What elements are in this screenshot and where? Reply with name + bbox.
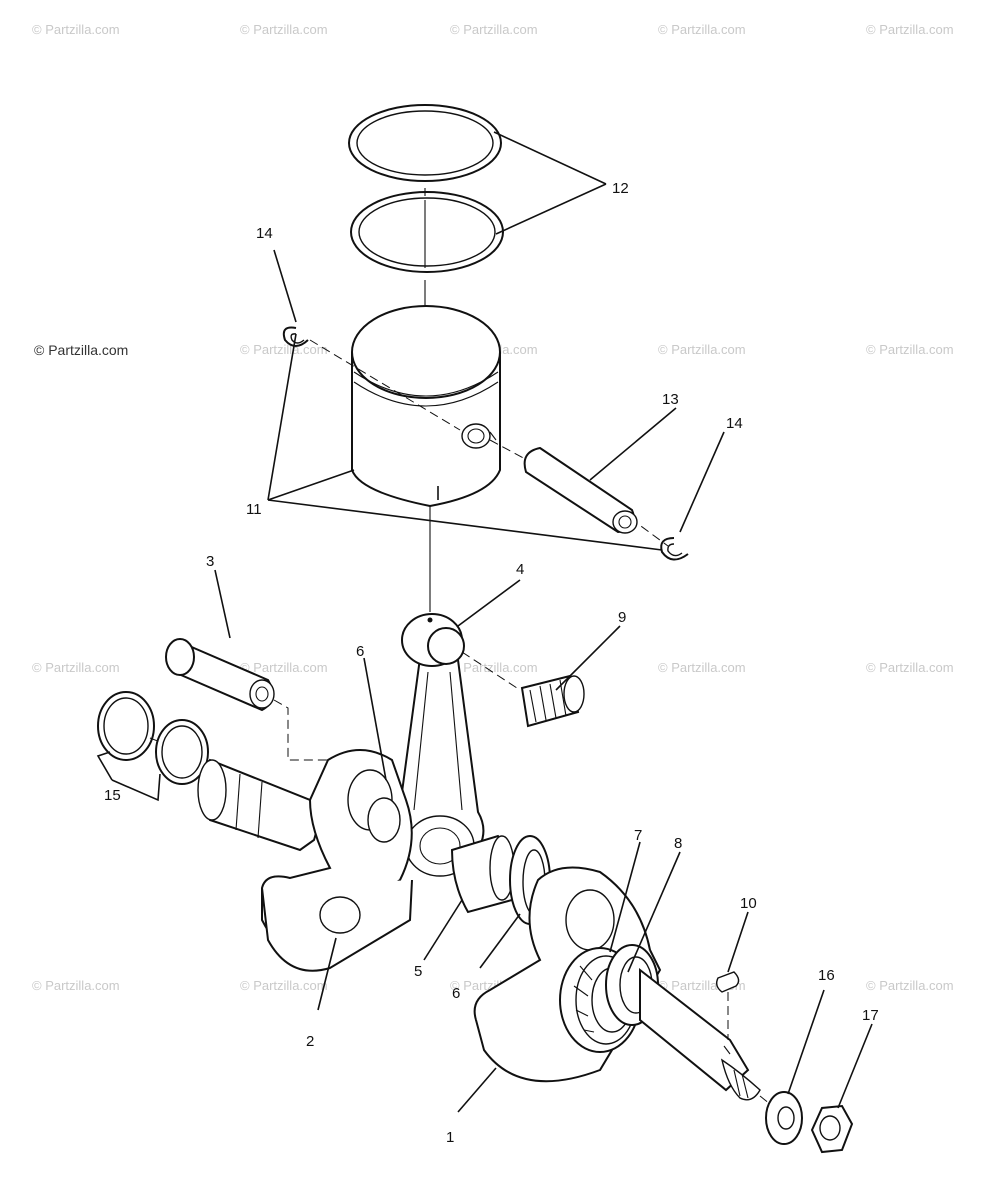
- callout-11: 11: [246, 501, 262, 518]
- seal-ring-inner: [155, 719, 209, 785]
- callout-2: 2: [306, 1033, 314, 1050]
- watermark-text: © Partzilla.com: [866, 660, 954, 675]
- piston-ring-second: [350, 191, 504, 273]
- piston-pin: [523, 446, 638, 534]
- callout-12: 12: [612, 180, 629, 197]
- callout-3: 3: [206, 553, 214, 570]
- watermark-text: © Partzilla.com: [866, 22, 954, 37]
- crank-pin-washer: [450, 834, 516, 914]
- watermark-text: © Partzilla.com: [866, 978, 954, 993]
- callout-6-bottom: 6: [452, 985, 460, 1002]
- watermark-text: © Partzilla.com: [240, 660, 328, 675]
- watermark-text: © Partzilla.com: [32, 22, 120, 37]
- callout-16: 16: [818, 967, 835, 984]
- piston: [351, 305, 501, 508]
- watermark-text: © Partzilla.com: [240, 342, 328, 357]
- tapered-shaft: [639, 967, 761, 1101]
- leader-lines: [96, 131, 873, 1113]
- callout-14-right: 14: [726, 415, 743, 432]
- watermark-text: © Partzilla.com: [866, 342, 954, 357]
- callout-13: 13: [662, 391, 679, 408]
- watermark-text: © Partzilla.com: [32, 660, 120, 675]
- callout-7: 7: [634, 827, 642, 844]
- piston-ring-top: [348, 104, 502, 182]
- callout-14-left: 14: [256, 225, 273, 242]
- crank-half-left: [197, 749, 413, 972]
- callout-17: 17: [862, 1007, 879, 1024]
- watermark-text: © Partzilla.com: [34, 342, 129, 358]
- watermark-text: © Partzilla.com: [658, 660, 746, 675]
- callout-4: 4: [516, 561, 524, 578]
- callout-6-top: 6: [356, 643, 364, 660]
- circlip-right: [660, 537, 689, 561]
- needle-bearing: [520, 674, 585, 728]
- watermark-text: © Partzilla.com: [240, 978, 328, 993]
- callout-8: 8: [674, 835, 682, 852]
- woodruff-key: [715, 971, 740, 993]
- watermark-text: © Partzilla.com: [32, 978, 120, 993]
- callout-10: 10: [740, 895, 757, 912]
- callout-9: 9: [618, 609, 626, 626]
- watermark-text: © Partzilla.com: [240, 22, 328, 37]
- seal-ring-outer: [97, 691, 155, 761]
- connecting-rod: [396, 613, 485, 877]
- washer: [765, 1091, 803, 1145]
- callout-5: 5: [414, 963, 422, 980]
- watermark-text: © Partzilla.com: [658, 342, 746, 357]
- callout-15: 15: [104, 787, 121, 804]
- callout-1: 1: [446, 1129, 454, 1146]
- nut: [810, 1104, 854, 1154]
- watermark-text: © Partzilla.com: [450, 660, 538, 675]
- crank-pin: [165, 638, 275, 712]
- watermark-text: © Partzilla.com: [658, 22, 746, 37]
- watermark-text: © Partzilla.com: [450, 22, 538, 37]
